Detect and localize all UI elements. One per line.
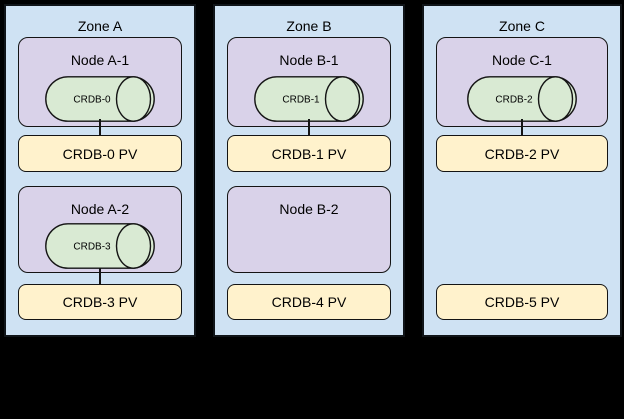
pv-crdb-3-label: CRDB-3 PV — [62, 294, 138, 310]
pv-crdb-4-label: CRDB-4 PV — [271, 294, 347, 310]
zone-a: Zone A Node A-1 CRDB-0 CRDB-0 PV Node A-… — [4, 4, 196, 337]
zone-b-title: Zone B — [286, 18, 332, 34]
node-c1: Node C-1 CRDB-2 — [436, 37, 608, 127]
connector-line-c1-pv — [521, 119, 523, 136]
pv-crdb-1: CRDB-1 PV — [227, 135, 391, 172]
zone-b: Zone B Node B-1 CRDB-1 CRDB-1 PV Node B-… — [213, 4, 405, 337]
node-a1: Node A-1 CRDB-0 — [18, 37, 182, 127]
pv-crdb-1-label: CRDB-1 PV — [271, 145, 347, 162]
pv-crdb-5-label: CRDB-5 PV — [484, 294, 560, 310]
zone-c: Zone C Node C-1 CRDB-2 CRDB-2 PV CRDB-5 … — [422, 4, 622, 337]
zone-c-title: Zone C — [499, 18, 545, 34]
crdb-1-pod-label: CRDB-1 — [282, 95, 320, 106]
node-c1-label: Node C-1 — [492, 52, 552, 68]
node-a2: Node A-2 CRDB-3 — [18, 186, 182, 273]
pv-crdb-0-label: CRDB-0 PV — [62, 145, 138, 162]
pv-crdb-2-label: CRDB-2 PV — [484, 145, 560, 162]
crdb-3-pod-cylinder-icon: CRDB-3 — [45, 223, 155, 269]
node-b2: Node B-2 — [227, 186, 391, 273]
pv-crdb-2: CRDB-2 PV — [436, 135, 608, 172]
crdb-0-pod-label: CRDB-0 — [73, 95, 111, 106]
node-b2-label: Node B-2 — [279, 201, 339, 217]
pv-crdb-5: CRDB-5 PV — [436, 284, 608, 320]
connector-line-a2-pv — [99, 268, 101, 285]
node-b1: Node B-1 CRDB-1 — [227, 37, 391, 127]
crdb-2-pod-cylinder-icon: CRDB-2 — [467, 76, 577, 122]
node-a1-label: Node A-1 — [70, 52, 130, 68]
connector-line-a1-pv — [99, 119, 101, 136]
pv-crdb-4: CRDB-4 PV — [227, 284, 391, 320]
crdb-3-pod-label: CRDB-3 — [73, 242, 111, 253]
crdb-0-pod-cylinder-icon: CRDB-0 — [45, 76, 155, 122]
crdb-2-pod-label: CRDB-2 — [495, 95, 533, 106]
crdb-1-pod-cylinder-icon: CRDB-1 — [254, 76, 364, 122]
connector-line-b1-pv — [308, 119, 310, 136]
zone-a-title: Zone A — [77, 18, 123, 34]
pv-crdb-3: CRDB-3 PV — [18, 284, 182, 320]
pv-crdb-0: CRDB-0 PV — [18, 135, 182, 172]
node-b1-label: Node B-1 — [279, 52, 339, 68]
node-a2-label: Node A-2 — [70, 201, 130, 217]
